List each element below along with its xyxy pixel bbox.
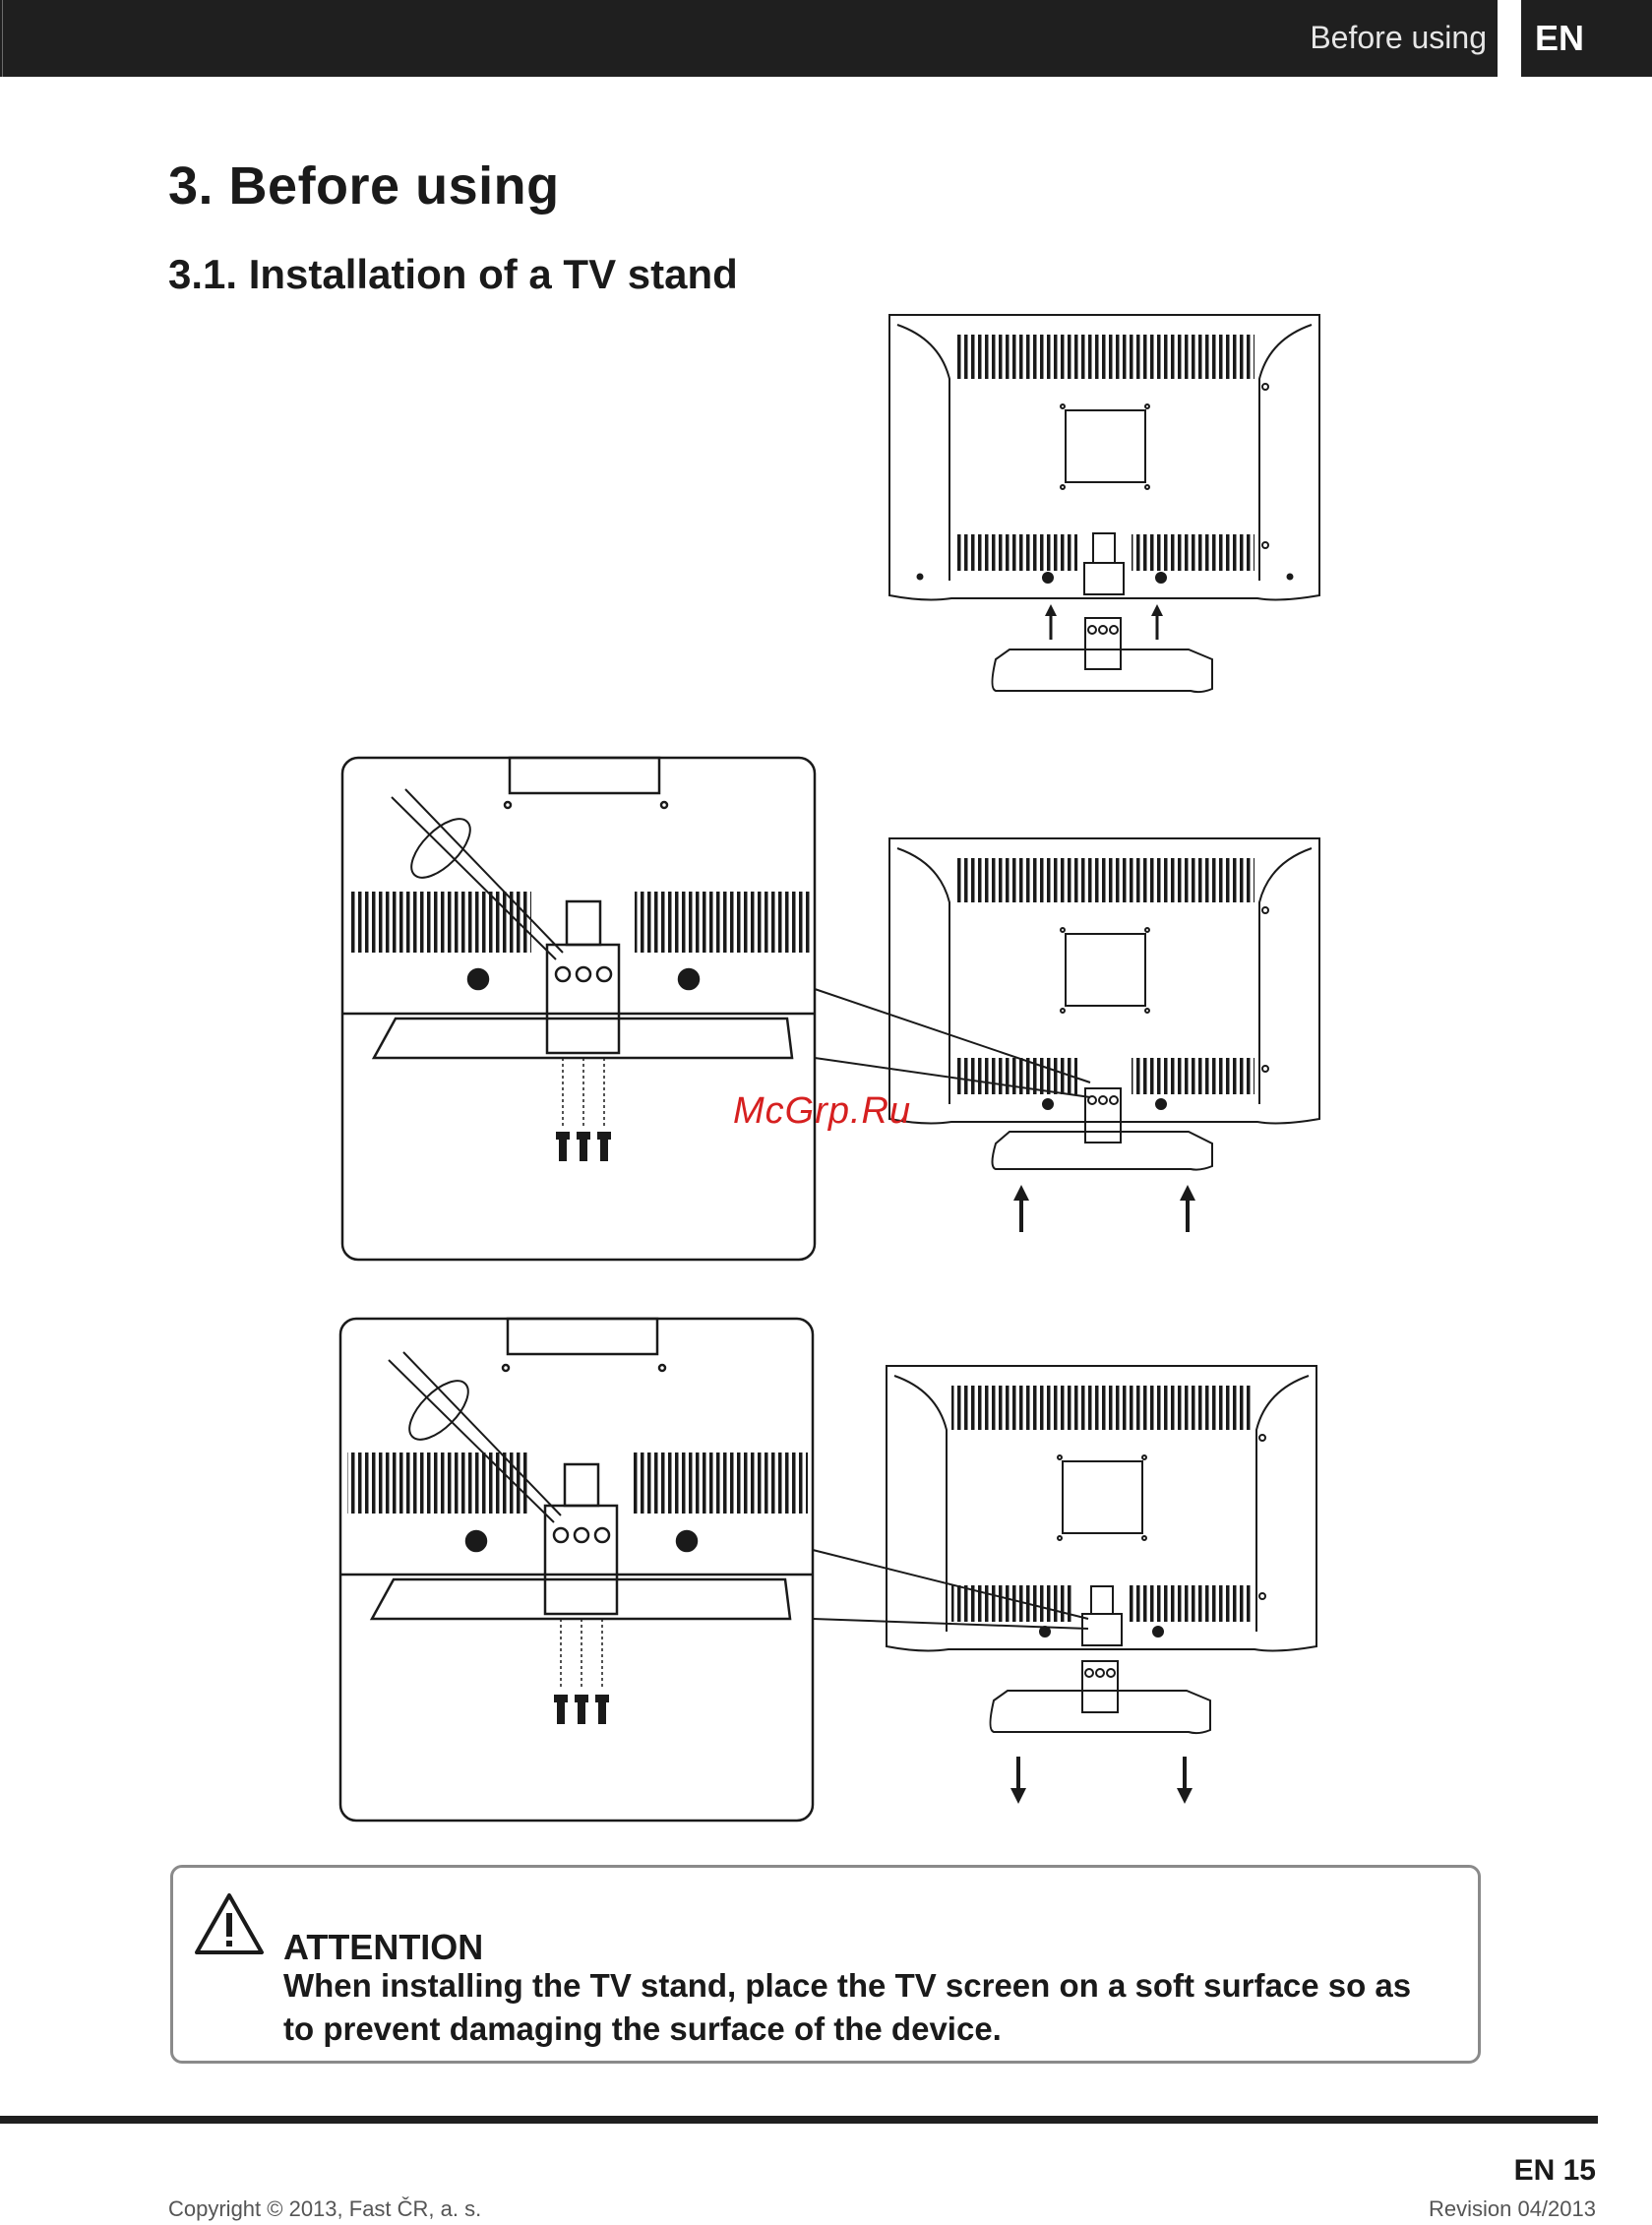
attention-text: When installing the TV stand, place the … — [283, 1964, 1444, 2051]
screws — [554, 1695, 609, 1724]
tv-back-figure-1 — [889, 315, 1319, 692]
attention-title: ATTENTION — [283, 1927, 483, 1968]
copyright: Copyright © 2013, Fast ČR, a. s. — [168, 2196, 481, 2222]
page-number: EN 15 — [1514, 2154, 1596, 2188]
revision: Revision 04/2013 — [1429, 2196, 1596, 2222]
attention-box: ATTENTION When installing the TV stand, … — [170, 1865, 1481, 2064]
tv-back-figure-3 — [887, 1366, 1316, 1796]
detail-inset-attach — [342, 758, 1090, 1260]
screws — [556, 1132, 611, 1161]
watermark: McGrp.Ru — [733, 1090, 911, 1133]
footer-rule — [0, 2116, 1598, 2124]
warning-icon — [193, 1891, 266, 1956]
